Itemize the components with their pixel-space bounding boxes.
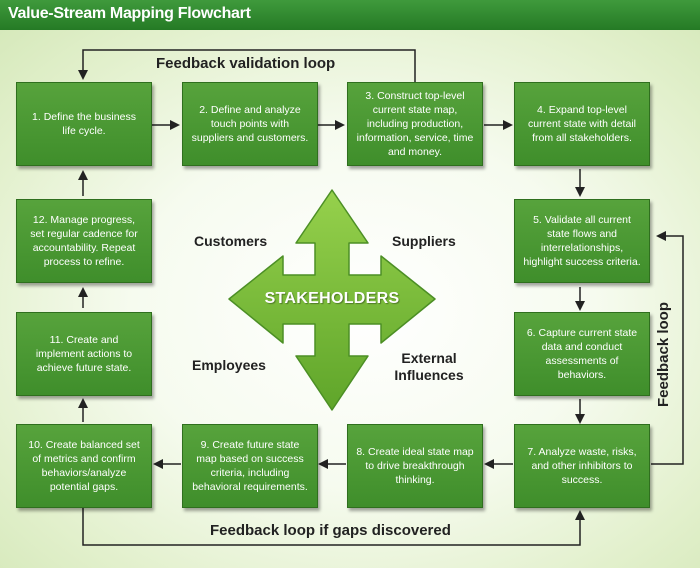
step-4-box: 4. Expand top-level current state with d… [514, 82, 650, 166]
stakeholders-label: STAKEHOLDERS [264, 290, 400, 307]
step-8-box: 8. Create ideal state map to drive break… [347, 424, 483, 508]
feedback-loop-line [651, 231, 684, 465]
step-3-box: 3. Construct top-level current state map… [347, 82, 483, 166]
feedback-loop-label: Feedback loop [655, 301, 673, 408]
employees-label: Employees [192, 357, 266, 373]
title-bar: Value-Stream Mapping Flowchart [0, 0, 700, 30]
step-7-box: 7. Analyze waste, risks, and other inhib… [514, 424, 650, 508]
feedback-validation-loop-label: Feedback validation loop [156, 55, 336, 72]
figure-title: Value-Stream Mapping Flowchart [8, 5, 251, 22]
gaps-feedback-loop-label: Feedback loop if gaps discovered [210, 522, 451, 539]
step-10-box: 10. Create balanced set of metrics and c… [16, 424, 152, 508]
gaps-feedback-loop-line [82, 508, 585, 546]
customers-label: Customers [194, 233, 268, 249]
feedback-validation-loop-line [78, 49, 416, 82]
step-6-box: 6. Capture current state data and conduc… [514, 312, 650, 396]
step-12-box: 12. Manage progress, set regular cadence… [16, 199, 152, 283]
step-5-box: 5. Validate all current state flows and … [514, 199, 650, 283]
suppliers-label: Suppliers [392, 233, 456, 249]
step-1-box: 1. Define the business life cycle. [16, 82, 152, 166]
step-9-box: 9. Create future state map based on succ… [182, 424, 318, 508]
stakeholders-cross-arrow [228, 189, 436, 411]
external-influences-label: External Influences [394, 350, 464, 383]
step-11-box: 11. Create and implement actions to achi… [16, 312, 152, 396]
step-2-box: 2. Define and analyze touch points with … [182, 82, 318, 166]
